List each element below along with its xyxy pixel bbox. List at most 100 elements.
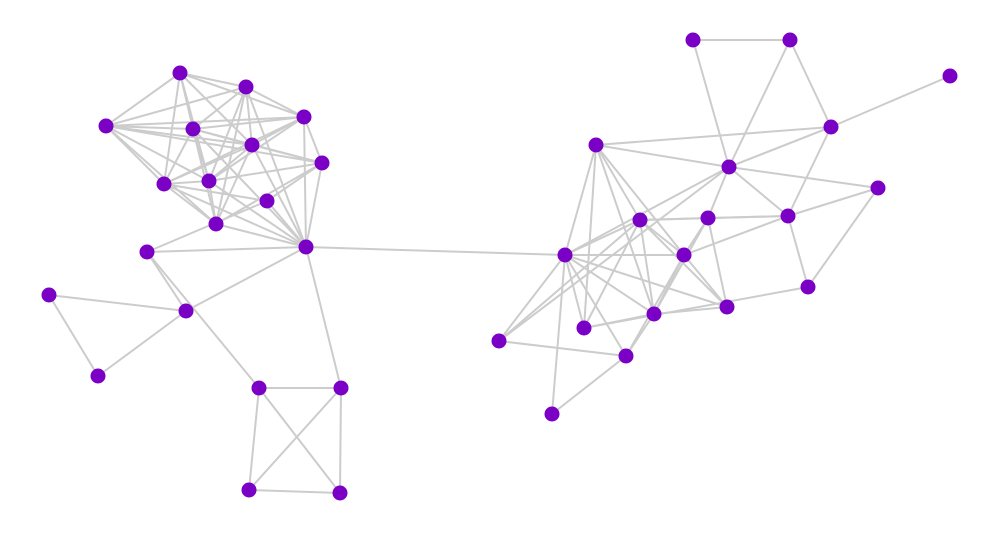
edge-n29-n31 — [707, 166, 730, 219]
edge-n3-n5 — [105, 116, 305, 127]
edge-n3-n4 — [105, 125, 194, 130]
edge-n4-n5 — [192, 116, 305, 130]
edge-n5-n8 — [303, 116, 323, 164]
edge-n6-n7 — [208, 144, 253, 182]
edge-n28-n33 — [551, 355, 627, 415]
edge-n22-n25 — [595, 144, 685, 256]
graph-node-n3 — [98, 118, 114, 134]
edge-n11-n21 — [305, 246, 566, 256]
edge-n11-n13 — [146, 246, 307, 253]
edge-n5-n11 — [303, 116, 307, 248]
edge-n29-n34 — [728, 166, 789, 217]
graph-node-n30 — [823, 119, 839, 135]
graph-node-n19 — [241, 482, 257, 498]
edge-n4-n9 — [163, 128, 194, 185]
edge-n13-n14 — [146, 251, 187, 312]
edge-n26-n28 — [625, 313, 655, 357]
edge-n3-n10 — [105, 125, 217, 225]
edge-n23-n29 — [498, 166, 730, 342]
graph-node-n37 — [942, 68, 958, 84]
graph-node-n18 — [333, 380, 349, 396]
graph-node-n23 — [491, 333, 507, 349]
edge-n25-n32 — [683, 254, 728, 308]
graph-node-n11 — [298, 239, 314, 255]
edge-n14-n16 — [97, 310, 187, 377]
edge-n7-n8 — [208, 162, 323, 182]
edge-n2-n11 — [245, 86, 307, 248]
graph-node-n10 — [208, 216, 224, 232]
graph-node-n2 — [238, 79, 254, 95]
edge-n2-n5 — [245, 86, 305, 118]
edge-n7-n11 — [208, 180, 307, 248]
node-layer — [41, 32, 958, 501]
edge-n6-n9 — [163, 144, 253, 185]
graph-node-n22 — [588, 137, 604, 153]
edge-n22-n26 — [595, 144, 655, 315]
edge-n11-n14 — [185, 246, 307, 312]
edge-n22-n24 — [595, 144, 641, 221]
edge-n2-n10 — [215, 86, 247, 225]
graph-node-n38 — [685, 32, 701, 48]
edge-n9-n12 — [163, 183, 268, 202]
edge-n17-n19 — [248, 387, 260, 491]
graph-node-n7 — [201, 173, 217, 189]
edge-n1-n3 — [105, 72, 181, 127]
edge-n22-n27 — [583, 144, 597, 329]
graph-node-n9 — [156, 176, 172, 192]
edge-n39-n30 — [789, 39, 832, 128]
edge-n38-n29 — [692, 39, 730, 168]
edge-n6-n11 — [251, 144, 307, 248]
edge-n10-n11 — [215, 223, 307, 248]
edge-n21-n32 — [564, 254, 728, 308]
graph-node-n34 — [780, 208, 796, 224]
edge-n1-n6 — [179, 72, 253, 146]
edge-n27-n35 — [583, 286, 809, 329]
graph-node-n17 — [251, 380, 267, 396]
edge-n21-n27 — [564, 254, 585, 329]
edge-n11-n12 — [266, 200, 307, 248]
edge-n39-n29 — [728, 39, 791, 168]
edge-n29-n36 — [728, 166, 879, 189]
edge-n31-n34 — [707, 215, 789, 219]
graph-node-n16 — [90, 368, 106, 384]
graph-node-n6 — [244, 137, 260, 153]
graph-node-n12 — [259, 193, 275, 209]
graph-node-n20 — [332, 485, 348, 501]
edge-n21-n29 — [564, 166, 730, 256]
edge-n15-n16 — [48, 294, 99, 377]
edge-n22-n30 — [595, 126, 832, 146]
graph-node-n33 — [544, 406, 560, 422]
edge-n23-n24 — [498, 219, 641, 342]
graph-node-n1 — [172, 65, 188, 81]
graph-node-n27 — [576, 320, 592, 336]
graph-node-n25 — [676, 247, 692, 263]
graph-node-n32 — [719, 299, 735, 315]
edge-n4-n11 — [192, 128, 307, 248]
edge-n24-n27 — [583, 219, 641, 329]
graph-node-n35 — [800, 279, 816, 295]
edge-n6-n10 — [215, 144, 253, 225]
edge-n18-n19 — [248, 387, 342, 491]
edge-n6-n8 — [251, 144, 323, 164]
edge-n23-n28 — [498, 340, 627, 357]
graph-node-n31 — [700, 210, 716, 226]
graph-node-n4 — [185, 121, 201, 137]
edge-n9-n10 — [163, 183, 217, 225]
edge-n34-n36 — [787, 187, 879, 217]
graph-node-n21 — [557, 247, 573, 263]
graph-node-n28 — [618, 348, 634, 364]
edge-n11-n18 — [305, 246, 342, 389]
edge-n2-n3 — [105, 86, 247, 127]
edge-n30-n29 — [728, 126, 832, 168]
edge-n22-n29 — [595, 144, 730, 168]
edge-n30-n34 — [787, 126, 832, 217]
edge-n21-n26 — [564, 254, 655, 315]
graph-node-n39 — [782, 32, 798, 48]
edge-n34-n35 — [787, 215, 809, 288]
edge-n25-n28 — [625, 254, 685, 357]
graph-node-n36 — [870, 180, 886, 196]
graph-node-n15 — [41, 287, 57, 303]
graph-node-n8 — [314, 155, 330, 171]
graph-node-n14 — [178, 303, 194, 319]
